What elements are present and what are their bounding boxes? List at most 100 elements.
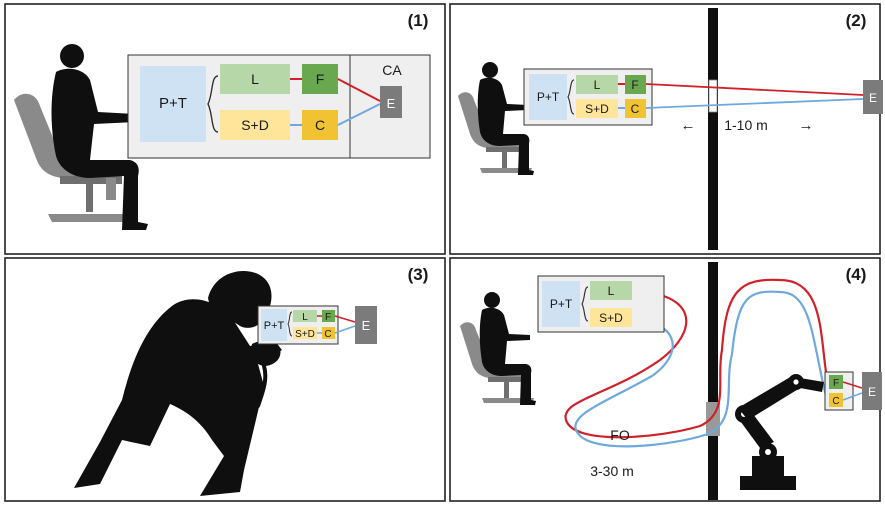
chair-stem (502, 152, 507, 168)
robot-arm (735, 374, 824, 490)
seated-person-silhouette (458, 62, 534, 175)
blue-fiber (337, 103, 381, 126)
f-label: F (316, 71, 325, 87)
panel-4-number: (4) (846, 265, 867, 284)
robot-upper-arm (738, 376, 800, 420)
distance-label: 3-30 m (590, 463, 634, 479)
e-label: E (387, 96, 396, 111)
panel-2-number: (2) (846, 11, 867, 30)
l-label: L (302, 312, 308, 323)
red-fiber (645, 83, 864, 96)
chair-back (458, 92, 520, 148)
pt-label: P+T (550, 297, 573, 311)
c-label: C (832, 396, 839, 407)
sd-block (293, 327, 317, 339)
bracket (567, 79, 575, 115)
red-fiber (337, 78, 381, 102)
pt-label: P+T (159, 95, 187, 112)
f-block (322, 310, 335, 322)
person-head (60, 44, 84, 68)
l-block (590, 281, 632, 300)
robot-pedestal (752, 456, 784, 478)
robot-joint-base-center (765, 449, 771, 455)
f-block (625, 75, 646, 94)
blue-fiber (574, 290, 828, 448)
panel-4: (4) P+T L S+D FO 3-30 m (449, 257, 882, 502)
e-label: E (868, 385, 876, 399)
robot-wrist (800, 378, 824, 392)
c-block (829, 393, 843, 407)
chair-arm (106, 178, 116, 200)
pt-block (261, 309, 287, 341)
distance-label: 1-10 m (724, 117, 768, 133)
robot-joint-wrist-center (793, 379, 799, 385)
sd-label: S+D (295, 329, 315, 340)
chair-stem (504, 382, 509, 398)
sd-label: S+D (585, 102, 609, 116)
robot-base (740, 476, 796, 490)
f-block (829, 375, 843, 389)
pt-block (529, 74, 567, 120)
e-block (862, 372, 882, 410)
wall-window (708, 79, 718, 113)
panel-2: (2) P+T L S+D F C E ← 1-10 m → (449, 3, 883, 255)
c-label: C (315, 117, 325, 133)
e-label: E (869, 91, 877, 105)
wall (708, 262, 718, 500)
c-block (625, 99, 646, 118)
sd-block (590, 308, 632, 327)
pt-label: P+T (537, 90, 560, 104)
sd-block (220, 110, 290, 140)
tool-cable (256, 364, 268, 408)
person-body (477, 77, 534, 175)
probe-blue-link (842, 392, 863, 401)
pt-label: P+T (264, 320, 285, 332)
f-label: F (833, 378, 839, 389)
panel-2-frame (449, 3, 881, 255)
person-body (51, 68, 148, 230)
seated-person-silhouette (460, 292, 536, 405)
arrow-left: ← (681, 117, 696, 134)
pt-block (140, 66, 206, 142)
blue-fiber (334, 325, 356, 334)
sd-label: S+D (599, 311, 623, 325)
chair-seat (488, 377, 526, 382)
sd-label: S+D (241, 117, 269, 133)
e-block (863, 80, 883, 114)
arrow-right: → (799, 117, 814, 134)
panel-1-number: (1) (408, 11, 429, 30)
c-block (322, 327, 335, 339)
panel-3-number: (3) (408, 265, 429, 284)
f-label: F (631, 78, 638, 92)
c-block (302, 110, 338, 140)
ca-label: CA (382, 62, 402, 78)
bracket (581, 286, 589, 322)
person-head (482, 62, 498, 78)
probe-red-link (842, 381, 863, 389)
seated-person-silhouette (14, 44, 148, 230)
l-block (293, 310, 317, 322)
pt-block (542, 281, 580, 327)
e-block (355, 306, 377, 344)
red-fiber (334, 315, 356, 323)
c-label: C (631, 102, 640, 116)
l-label: L (251, 71, 259, 87)
bracket (207, 75, 219, 133)
panel-3: (3) P+T L S+D F C E (4, 257, 446, 502)
blue-fiber (645, 98, 864, 109)
wall (708, 8, 718, 250)
f-block (302, 64, 338, 94)
kneeling-person-silhouette (74, 271, 282, 496)
f-label: F (325, 312, 331, 323)
e-label: E (362, 318, 371, 333)
hands (251, 340, 281, 366)
red-fiber (564, 278, 828, 439)
l-block (576, 75, 618, 94)
e-block (380, 86, 402, 118)
fo-label: FO (610, 427, 630, 443)
person-head (484, 292, 500, 308)
chair-base (48, 214, 134, 222)
panel-1: (1) P+T L S+D F C CA E (4, 3, 446, 255)
chair-stem (86, 184, 93, 212)
